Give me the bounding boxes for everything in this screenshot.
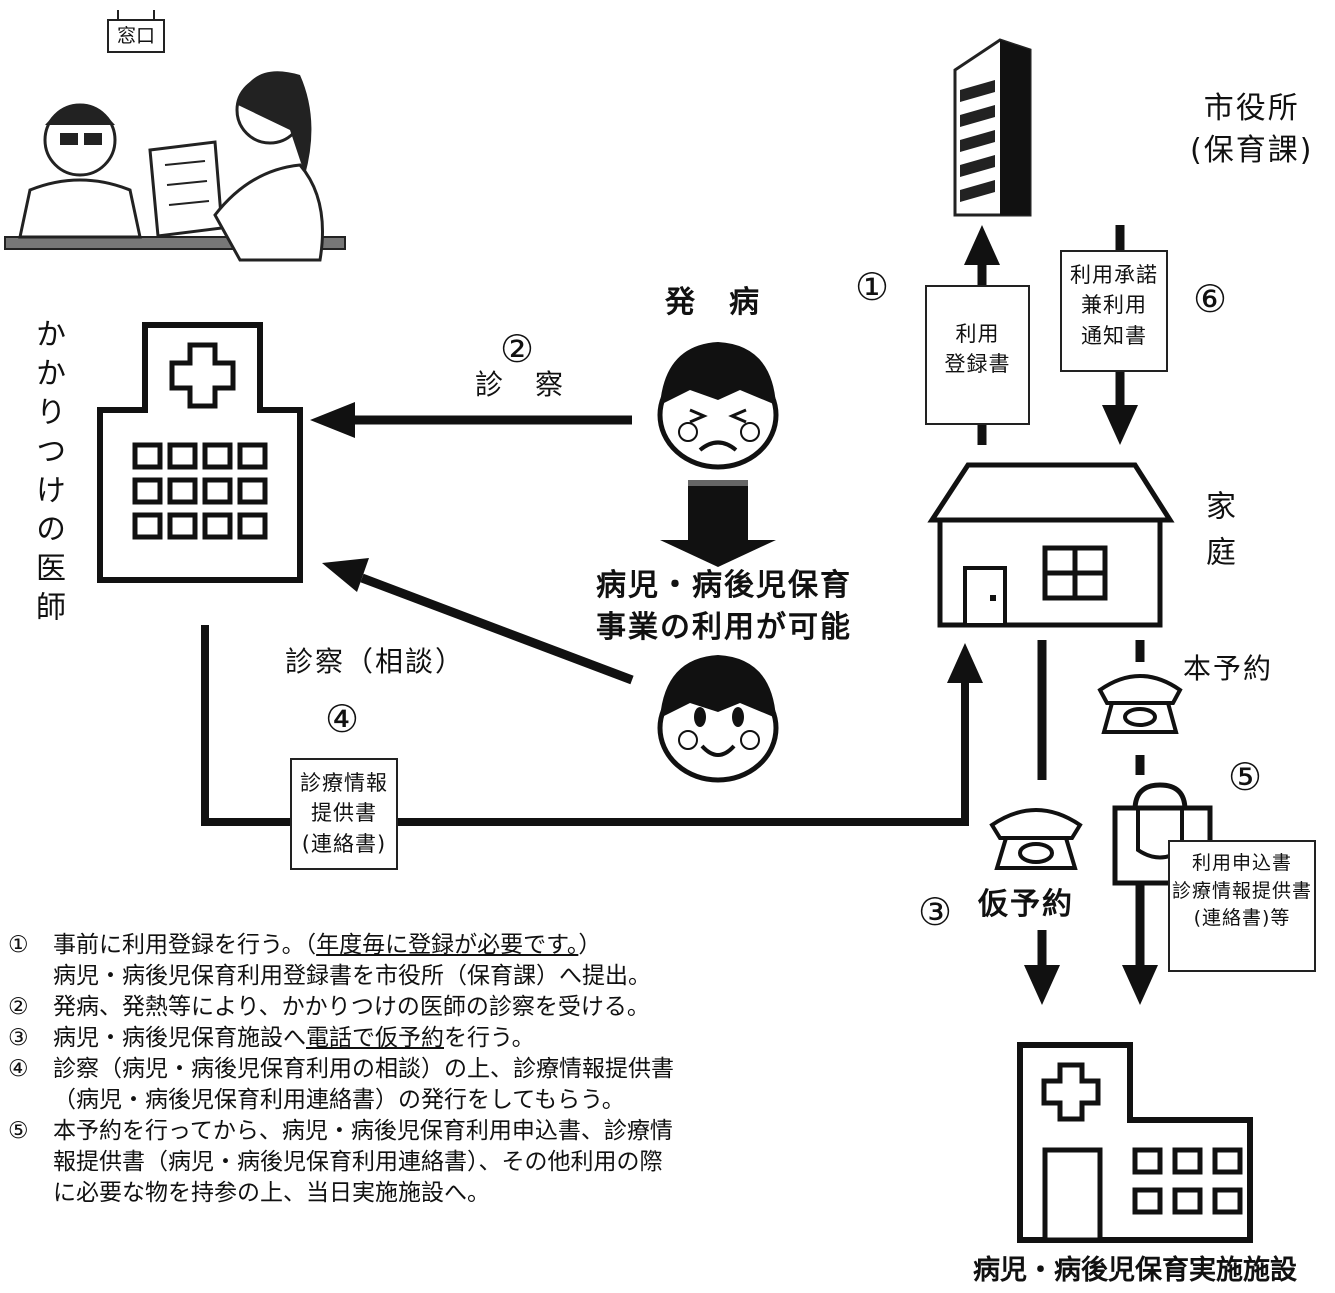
arrow-doctor-to-home xyxy=(201,625,983,826)
step-5-number: ⑤ xyxy=(1228,755,1263,799)
note-3-tail: を行う。 xyxy=(444,1025,535,1051)
medical-info-document: 診療情報 提供書 (連絡書) xyxy=(290,758,398,870)
step-2-number: ② xyxy=(500,327,535,371)
approval-document: 利用承諾 兼利用 通知書 xyxy=(1060,250,1168,372)
building-icon xyxy=(953,38,1032,217)
application-line-2: 診療情報提供書 xyxy=(1171,879,1312,902)
note-1: ① 事前に利用登録を行う。（年度毎に登録が必要です。） 病児・病後児保育利用登録… xyxy=(8,930,868,992)
house-icon xyxy=(927,462,1175,628)
step-4-label: 診察（相談） xyxy=(285,645,466,678)
step-4-number: ④ xyxy=(325,697,360,741)
note-5-mark: ⑤ xyxy=(8,1118,29,1144)
note-2-mark: ② xyxy=(8,994,29,1020)
telephone-icon xyxy=(989,808,1083,870)
home-label: 家庭 xyxy=(1195,490,1235,582)
family-doctor-label: かかりつけの医師 xyxy=(27,318,67,630)
registration-line-2: 登録書 xyxy=(944,352,1011,377)
arrow-onset-down xyxy=(660,480,776,567)
note-4: ④ 診察（病児・病後児保育利用の相談）の上、診療情報提供書 （病児・病後児保育利… xyxy=(8,1054,868,1116)
note-2: ② 発病、発熱等により、かかりつけの医師の診察を受ける。 xyxy=(8,992,868,1023)
happy-child-icon xyxy=(657,655,779,783)
arrow-consult-recovered xyxy=(322,558,634,685)
city-hall-dept: (保育課) xyxy=(1190,133,1314,168)
city-hall-label: 市役所 (保育課) xyxy=(1190,88,1313,172)
city-hall-name: 市役所 xyxy=(1203,91,1300,126)
approval-line-2: 兼利用 xyxy=(1081,293,1147,318)
note-3-underline: 電話で仮予約 xyxy=(306,1025,444,1051)
hospital-icon xyxy=(97,322,303,583)
note-1-head: 事前に利用登録を行う。（ xyxy=(53,932,317,958)
step-3-number: ③ xyxy=(918,890,953,934)
facility-label: 病児・病後児保育実施施設 xyxy=(973,1255,1297,1286)
note-3-text: 病児・病後児保育施設へ電話で仮予約を行う。 xyxy=(53,1023,535,1054)
reception-icon xyxy=(4,10,346,262)
possible-label: 病児・病後児保育 事業の利用が可能 xyxy=(596,565,852,649)
note-3-mark: ③ xyxy=(8,1025,29,1051)
note-1-underline: 年度毎に登録が必要です。 xyxy=(316,932,579,958)
onset-label: 発 病 xyxy=(665,285,761,320)
note-3-head: 病児・病後児保育施設へ xyxy=(53,1025,306,1051)
application-line-1: 利用申込書 xyxy=(1191,852,1292,874)
application-line-3: (連絡書)等 xyxy=(1193,907,1291,930)
note-5: ⑤ 本予約を行ってから、病児・病後児保育利用申込書、診療情 報提供書（病児・病後… xyxy=(8,1116,868,1209)
approval-line-3: 通知書 xyxy=(1081,323,1147,348)
window-sign: 窓口 xyxy=(110,22,162,50)
note-1-text: 事前に利用登録を行う。（年度毎に登録が必要です。） 病児・病後児保育利用登録書を… xyxy=(53,930,651,992)
approval-line-1: 利用承諾 xyxy=(1070,263,1158,287)
step-5-label: 本予約 xyxy=(1183,652,1274,685)
medical-info-line-1: 診療情報 xyxy=(300,771,388,795)
registration-document: 利用 登録書 xyxy=(925,285,1030,425)
step-6-number: ⑥ xyxy=(1193,277,1228,321)
note-4-text: 診察（病児・病後児保育利用の相談）の上、診療情報提供書 （病児・病後児保育利用連… xyxy=(53,1056,674,1113)
possible-line-2: 事業の利用が可能 xyxy=(596,610,852,645)
sick-child-icon xyxy=(657,342,779,470)
note-3: ③ 病児・病後児保育施設へ電話で仮予約を行う。 xyxy=(8,1023,868,1054)
note-1-mark: ① xyxy=(8,932,29,958)
home-text: 家庭 xyxy=(1200,490,1235,582)
registration-line-1: 利用 xyxy=(955,322,1000,346)
note-5-text: 本予約を行ってから、病児・病後児保育利用申込書、診療情 報提供書（病児・病後児保… xyxy=(53,1118,673,1206)
step-3-label: 仮予約 xyxy=(978,887,1074,922)
note-1-tail: ） 病児・病後児保育利用登録書を市役所（保育課）へ提出。 xyxy=(53,932,651,989)
medical-info-line-2: 提供書 xyxy=(311,801,377,826)
hospital-icon xyxy=(1017,1042,1253,1243)
medical-info-line-3: (連絡書) xyxy=(301,831,387,856)
application-document: 利用申込書 診療情報提供書 (連絡書)等 xyxy=(1168,840,1316,972)
window-sign-label: 窓口 xyxy=(116,25,155,47)
step-1-number: ① xyxy=(855,265,890,309)
steps-notes: ① 事前に利用登録を行う。（年度毎に登録が必要です。） 病児・病後児保育利用登録… xyxy=(8,930,868,1209)
note-4-mark: ④ xyxy=(8,1056,29,1082)
possible-line-1: 病児・病後児保育 xyxy=(596,568,852,603)
arrow-home-to-facility-1 xyxy=(1024,640,1060,1005)
arrow-consult xyxy=(310,402,632,438)
note-2-text: 発病、発熱等により、かかりつけの医師の診察を受ける。 xyxy=(53,994,650,1020)
family-doctor-text: かかりつけの医師 xyxy=(30,318,65,630)
step-2-label: 診 察 xyxy=(475,368,566,401)
telephone-icon xyxy=(1097,674,1183,734)
